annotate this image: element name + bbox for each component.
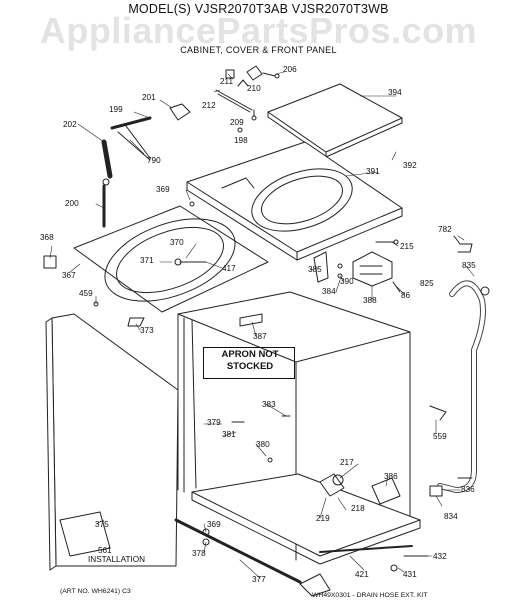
callout-198: 198	[234, 136, 248, 145]
callout-367: 367	[62, 271, 76, 280]
base-frame-drawing	[174, 473, 429, 597]
watermark: AppliancePartsPros.com	[39, 10, 478, 51]
callout-421: 421	[355, 570, 369, 579]
callout-218: 218	[351, 504, 365, 513]
callout-388: 388	[363, 296, 377, 305]
callout-782: 782	[438, 225, 452, 234]
callout-215: 215	[400, 242, 414, 251]
section-title: CABINET, COVER & FRONT PANEL	[180, 45, 337, 55]
callout-211: 211	[220, 77, 234, 86]
callout-559: 559	[433, 432, 447, 441]
callout-206: 206	[283, 65, 297, 74]
cabinet-body-drawing	[177, 291, 411, 561]
callout-200: 200	[65, 199, 79, 208]
callout-375: 375	[95, 520, 109, 529]
callout-836: 836	[461, 485, 475, 494]
callout-369-bottom: 369	[207, 520, 221, 529]
callout-202: 202	[63, 120, 77, 129]
callout-391: 391	[366, 167, 380, 176]
drain-hose-drawing	[429, 235, 490, 497]
callout-381: 381	[222, 430, 236, 439]
callout-209: 209	[230, 118, 244, 127]
pump-hardware-drawing	[319, 473, 401, 505]
callout-210: 210	[247, 84, 261, 93]
apron-note: APRON NOT STOCKED	[205, 349, 295, 373]
callout-835: 835	[462, 261, 476, 270]
callout-834: 834	[444, 512, 458, 521]
callout-459: 459	[79, 289, 93, 298]
front-panel-drawing	[45, 313, 179, 571]
art-number: (ART NO. WH6241) C3	[60, 588, 131, 595]
callout-217: 217	[340, 458, 354, 467]
callout-561: 561	[98, 546, 112, 555]
callout-199: 199	[109, 105, 123, 114]
callout-379: 379	[207, 418, 221, 427]
callout-380: 380	[256, 440, 270, 449]
top-cover-drawing	[267, 83, 403, 158]
callout-385: 385	[308, 265, 322, 274]
callout-377: 377	[252, 575, 266, 584]
drain-hose-kit-note: WH49X0301 - DRAIN HOSE EXT. KIT	[312, 592, 428, 599]
callout-394: 394	[388, 88, 402, 97]
callout-86: 86	[401, 291, 411, 300]
callout-installation: INSTALLATION	[88, 555, 146, 564]
suspension-rods-drawing	[101, 103, 191, 228]
callout-790: 790	[147, 156, 161, 165]
callout-219: 219	[316, 514, 330, 523]
callout-384: 384	[322, 287, 336, 296]
callout-390: 390	[340, 277, 354, 286]
callout-431: 431	[403, 570, 417, 579]
callout-392: 392	[403, 161, 417, 170]
callout-201: 201	[142, 93, 156, 102]
model-title: MODEL(S) VJSR2070T3AB VJSR2070T3WB	[128, 2, 389, 16]
leader-lines	[49, 71, 475, 579]
apron-note-box	[203, 347, 295, 379]
callout-386: 386	[384, 472, 398, 481]
callout-212: 212	[202, 101, 216, 110]
hinge-hardware-drawing	[215, 65, 280, 133]
apron-note-line1: APRON NOT	[221, 349, 279, 360]
callout-383: 383	[262, 400, 276, 409]
callout-432: 432	[433, 552, 447, 561]
apron-note-line2: STOCKED	[226, 361, 274, 372]
callout-387: 387	[253, 332, 267, 341]
lid-switch-drawing	[313, 239, 401, 293]
callout-378: 378	[192, 549, 206, 558]
callout-369-top: 369	[156, 185, 170, 194]
callout-368: 368	[40, 233, 54, 242]
cabinet-top-drawing	[186, 141, 403, 261]
callout-370: 370	[170, 238, 184, 247]
callout-417: 417	[222, 264, 236, 273]
callout-373: 373	[140, 326, 154, 335]
callout-371: 371	[140, 256, 154, 265]
callout-825: 825	[420, 279, 434, 288]
